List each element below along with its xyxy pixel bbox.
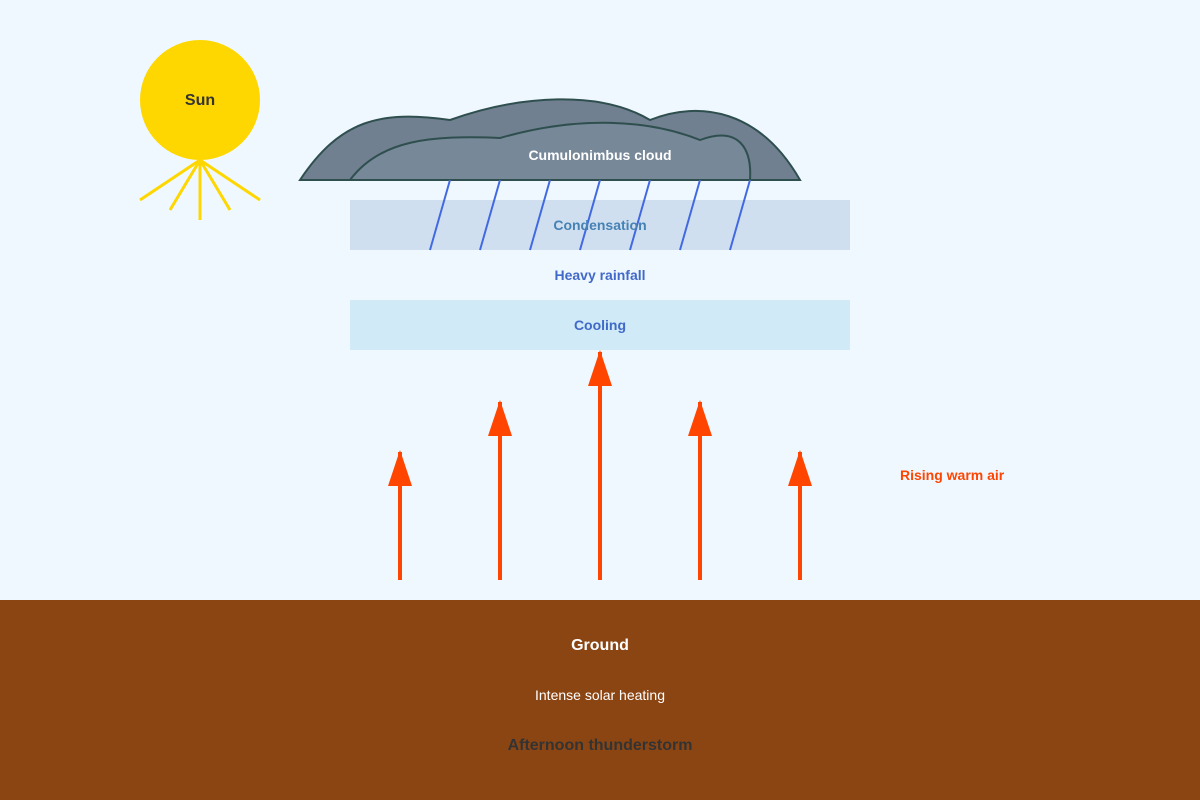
arrowhead-icon xyxy=(788,450,812,486)
rain-streak xyxy=(579,179,601,251)
cooling-band xyxy=(350,300,850,350)
rain-streak xyxy=(529,179,551,251)
sun-label: Sun xyxy=(185,92,215,109)
sun-ray xyxy=(199,158,261,202)
sun-icon xyxy=(140,40,260,160)
sun-ray xyxy=(198,159,232,211)
sun-ray xyxy=(168,159,202,211)
heating-label: Intense solar heating xyxy=(535,687,665,703)
arrowhead-icon xyxy=(588,350,612,386)
rain-streak xyxy=(729,179,751,251)
rain-streaks xyxy=(429,179,751,251)
ground xyxy=(0,600,1200,800)
arrowhead-icon xyxy=(688,400,712,436)
rainfall-label: Heavy rainfall xyxy=(554,267,645,283)
rain-streak xyxy=(679,179,701,251)
arrowhead-icon xyxy=(388,450,412,486)
cumulonimbus-cloud: Cumulonimbus cloud xyxy=(298,98,802,181)
rising-air-label: Rising warm air xyxy=(900,467,1005,483)
cooling-label: Cooling xyxy=(574,317,626,333)
rain-streak xyxy=(429,179,451,251)
condensation-label: Condensation xyxy=(553,217,646,233)
arrowhead-icon xyxy=(488,400,512,436)
sun-ray xyxy=(139,158,201,202)
cloud-label: Cumulonimbus cloud xyxy=(528,147,671,163)
sun-group: Sun xyxy=(139,40,261,220)
rising-air-arrows xyxy=(388,350,812,580)
rain-streak xyxy=(479,179,501,251)
ground-label: Ground xyxy=(571,637,629,654)
rain-streak xyxy=(629,179,651,251)
diagram-caption: Afternoon thunderstorm xyxy=(508,737,693,754)
sun-rays xyxy=(139,158,261,220)
cloud-inner-shape xyxy=(347,121,752,181)
